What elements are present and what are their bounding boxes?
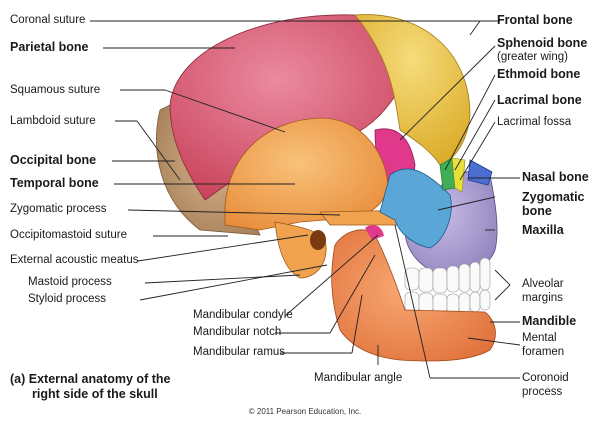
label-mandibular-notch: Mandibular notch: [193, 326, 282, 338]
label-lacrimal-fossa: Lacrimal fossa: [497, 116, 572, 128]
label-coronal-suture: Coronal suture: [10, 14, 86, 26]
label-sphenoid-bone: Sphenoid bone: [497, 36, 588, 50]
label-sphenoid-sub: (greater wing): [497, 51, 568, 63]
parietal-region: [169, 14, 411, 201]
label-zygomatic-process: Zygomatic process: [10, 203, 107, 215]
nasal-region: [467, 159, 493, 186]
label-mandible: Mandible: [522, 314, 577, 328]
label-lacrimal-bone: Lacrimal bone: [497, 93, 582, 107]
label-mental-foramen: Mental: [522, 332, 557, 344]
mandibular-condyle-shape: [365, 224, 384, 240]
label-mandibular-ramus: Mandibular ramus: [193, 346, 286, 358]
caption-line-1: (a) External anatomy of the: [10, 372, 171, 386]
label-parietal-bone: Parietal bone: [10, 40, 89, 54]
label-nasal-bone: Nasal bone: [522, 170, 589, 184]
figure-caption: (a) External anatomy of the right side o…: [10, 372, 170, 402]
label-temporal-bone: Temporal bone: [10, 176, 99, 190]
teeth: [404, 257, 491, 315]
copyright-notice: © 2011 Pearson Education, Inc.: [248, 407, 362, 416]
label-mandibular-condyle: Mandibular condyle: [193, 309, 293, 321]
ear-canal: [310, 230, 326, 250]
label-ethmoid-bone: Ethmoid bone: [497, 67, 581, 81]
zygomatic-region: [379, 168, 452, 249]
label-mandibular-angle: Mandibular angle: [314, 372, 403, 384]
label-frontal-bone: Frontal bone: [497, 13, 573, 27]
leader-lines: [90, 20, 521, 379]
label-occipital-bone: Occipital bone: [10, 153, 97, 167]
caption-line-2: right side of the skull: [32, 387, 158, 401]
label-maxilla: Maxilla: [522, 223, 564, 237]
label-occipitomastoid-suture: Occipitomastoid suture: [10, 229, 127, 241]
label-lambdoid-suture: Lambdoid suture: [10, 115, 96, 127]
label-styloid-process: Styloid process: [28, 293, 106, 305]
label-mastoid-process: Mastoid process: [28, 276, 112, 288]
label-mental-sub: foramen: [522, 346, 565, 358]
label-zygomatic-sub: bone: [522, 204, 552, 218]
label-zygomatic-bone: Zygomatic: [522, 190, 585, 204]
label-coronoid-process: Coronoid: [522, 372, 569, 384]
label-coronoid-sub: process: [522, 386, 563, 398]
label-alveolar-margins: Alveolar: [522, 278, 564, 290]
label-alveolar-sub: margins: [522, 292, 563, 304]
label-external-acoustic-meatus: External acoustic meatus: [10, 254, 139, 266]
label-squamous-suture: Squamous suture: [10, 84, 101, 96]
